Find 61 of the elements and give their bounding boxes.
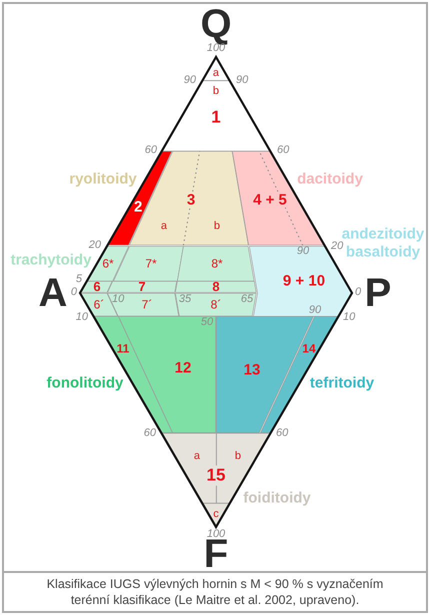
scale-value: 65 <box>240 294 254 304</box>
scale-value: 20 <box>88 241 101 251</box>
rock-group-label: tefritoidy <box>310 376 374 390</box>
rock-group-label: andezitoidy <box>342 226 424 242</box>
rock-group-label: basaltoidy <box>346 244 420 260</box>
scale-value: 50 <box>200 318 214 328</box>
rock-group-label: ryolitoidy <box>69 172 137 186</box>
field-number: 6´ <box>94 300 104 310</box>
scale-value: 90 <box>184 76 196 86</box>
field-number: 15 <box>206 470 226 482</box>
field-number: 8´ <box>210 300 222 310</box>
scale-value: 100 <box>206 44 226 54</box>
field-number: 14 <box>302 344 316 354</box>
rock-group-label: fonolitoidy <box>46 376 124 390</box>
field-number: 6 <box>93 282 101 292</box>
scale-value: 60 <box>144 429 156 439</box>
rock-group-label: dacitoidy <box>297 172 363 186</box>
classification-field <box>162 57 270 152</box>
scale-value: 0 <box>355 288 362 298</box>
field-number: 7* <box>145 260 157 268</box>
field-number: 2 <box>134 201 142 213</box>
scale-value: 5 <box>76 275 82 285</box>
subfield-letter: c <box>213 510 219 518</box>
vertex-label: F <box>204 540 228 570</box>
scale-value: 0 <box>70 288 77 298</box>
field-number: 8* <box>211 260 223 268</box>
field-number: 1 <box>211 112 221 124</box>
field-number: 13 <box>244 364 260 376</box>
subfield-letter: b <box>234 452 242 460</box>
field-number: 7´ <box>142 300 152 310</box>
field-number: 9 + 10 <box>282 275 326 287</box>
scale-value: 90 <box>308 306 322 316</box>
vertex-label: A <box>38 276 68 310</box>
field-number: 8 <box>212 282 220 292</box>
field-number: 7 <box>138 282 146 292</box>
scale-value: 20 <box>331 242 344 252</box>
scale-value: 90 <box>236 76 248 86</box>
subfield-letter: b <box>214 222 220 230</box>
scale-value: 10 <box>112 294 124 304</box>
subfield-letter: a <box>160 222 168 230</box>
scale-value: 60 <box>276 429 288 439</box>
field-number: 11 <box>116 344 130 354</box>
field-number: 6* <box>102 260 114 268</box>
scale-value: 100 <box>206 530 226 540</box>
subfield-letter: a <box>194 452 200 460</box>
rock-group-label: foiditoidy <box>243 490 311 506</box>
scale-value: 10 <box>76 313 88 323</box>
subfield-letter: b <box>212 86 220 96</box>
classification-field <box>175 293 257 316</box>
rock-group-label: trachytoidy <box>10 252 92 268</box>
vertex-label: P <box>364 276 392 310</box>
scale-value: 90 <box>296 247 310 257</box>
subfield-letter: a <box>212 68 220 78</box>
scale-value: 60 <box>277 146 290 156</box>
field-number: 12 <box>174 362 192 374</box>
field-number: 4 + 5 <box>253 194 287 206</box>
scale-value: 60 <box>144 146 157 156</box>
scale-value: 10 <box>343 313 356 323</box>
scale-value: 35 <box>178 294 192 304</box>
caption: Klasifikace IUGS výlevných hornin s M < 90 % s vyznačením terénní klasifikace (Le Maitre et al. 2002, upraveno). <box>4 571 426 611</box>
field-number: 3 <box>186 194 196 206</box>
